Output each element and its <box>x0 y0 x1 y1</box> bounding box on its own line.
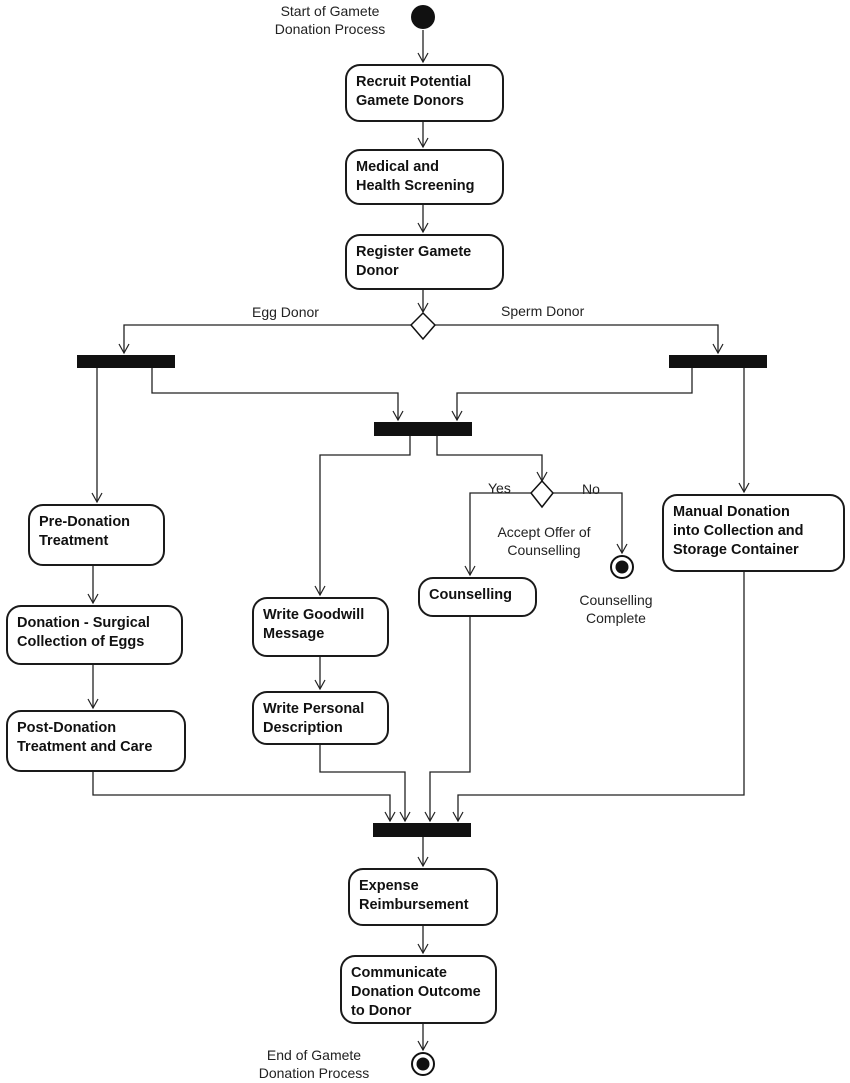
activity-recruit: Recruit Potential Gamete Donors <box>345 64 504 122</box>
activity-pre-donation: Pre-Donation Treatment <box>28 504 165 566</box>
sperm-fork-bar <box>669 355 767 368</box>
start-label: Start of Gamete Donation Process <box>274 3 386 37</box>
edge-yes-counselling <box>464 492 531 577</box>
accept-offer-label: Accept Offer of Counselling <box>497 524 591 558</box>
edge-manual-join <box>452 572 745 823</box>
activity-screening: Medical and Health Screening <box>345 149 504 205</box>
activity-register: Register Gamete Donor <box>345 234 504 290</box>
edge-decision-egg-fork <box>118 324 411 355</box>
end-node-core <box>416 1057 430 1071</box>
end-label: End of Gamete Donation Process <box>258 1047 370 1081</box>
edge-no-complete <box>553 492 628 555</box>
egg-fork-bar <box>77 355 175 368</box>
counselling-complete-label: Counselling Complete <box>579 592 653 626</box>
edge-sperm-fork-join <box>451 368 693 422</box>
sperm-donor-label: Sperm Donor <box>501 303 585 319</box>
yes-label: Yes <box>488 480 511 496</box>
egg-donor-label: Egg Donor <box>252 304 319 320</box>
edge-join-decision <box>436 436 548 483</box>
edge-join-goodwill <box>314 436 411 597</box>
middle-join-bar <box>374 422 472 436</box>
edge-post-join <box>92 772 396 823</box>
activity-surgical-collection: Donation - Surgical Collection of Eggs <box>6 605 183 665</box>
activity-post-donation: Post-Donation Treatment and Care <box>6 710 186 772</box>
activity-personal-description: Write Personal Description <box>252 691 389 745</box>
counselling-decision <box>530 479 554 509</box>
activity-goodwill-message: Write Goodwill Message <box>252 597 389 657</box>
activity-expense-reimbursement: Expense Reimbursement <box>348 868 498 926</box>
activity-counselling: Counselling <box>418 577 537 617</box>
edge-decision-sperm-fork <box>435 324 724 355</box>
no-label: No <box>582 481 600 497</box>
activity-manual-donation: Manual Donation into Collection and Stor… <box>662 494 845 572</box>
final-join-bar <box>373 823 471 837</box>
activity-communicate-outcome: Communicate Donation Outcome to Donor <box>340 955 497 1024</box>
counselling-complete-node-core <box>615 560 629 574</box>
edge-description-join <box>319 745 411 823</box>
start-node <box>411 5 435 29</box>
edge-counselling-join <box>424 617 471 823</box>
donor-type-decision <box>409 311 437 341</box>
edge-egg-fork-join <box>151 368 404 422</box>
